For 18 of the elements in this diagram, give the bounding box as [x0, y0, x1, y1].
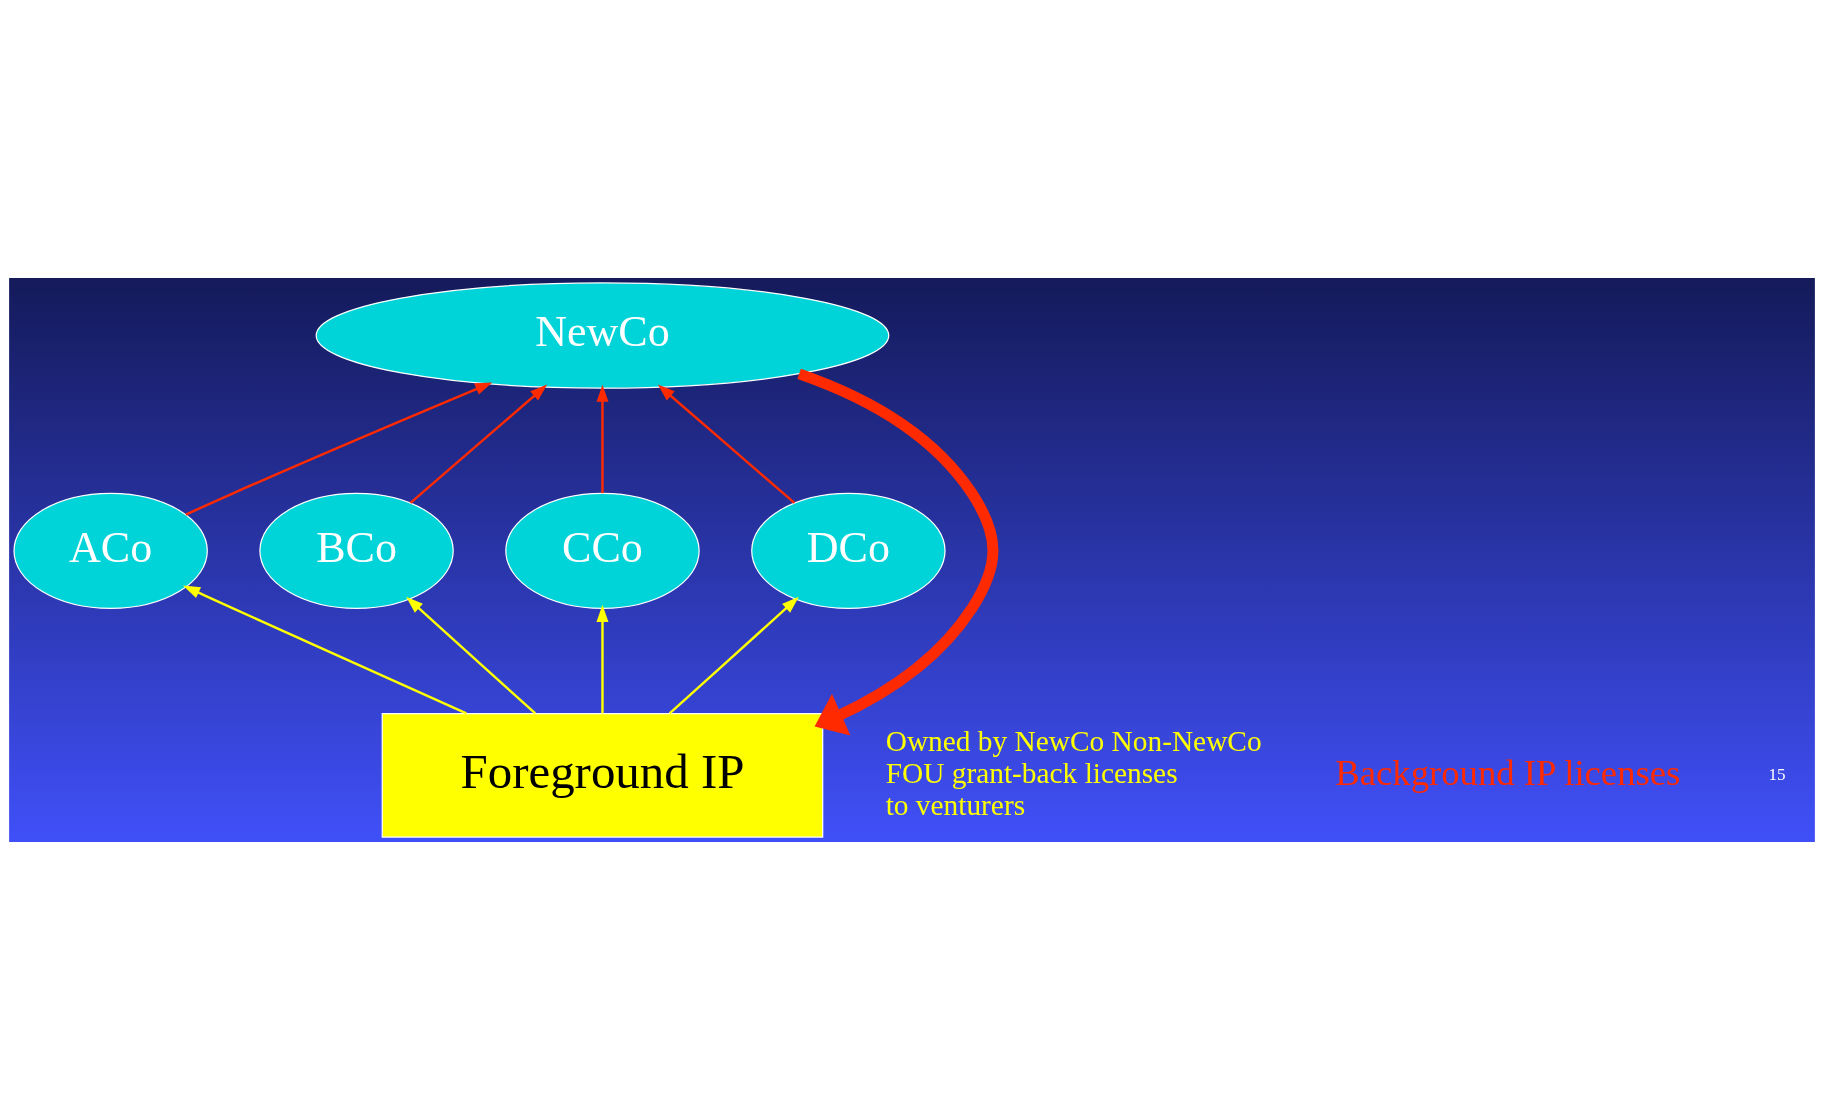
node-label: Owned by NewCo Non-NewCo FOU grant-back licenses to venturers: [885, 725, 1262, 821]
arrow: [185, 382, 493, 516]
arrow: [406, 596, 537, 715]
node-ellipse: NewCo: [315, 282, 890, 389]
node-ellipse: ACo: [13, 492, 208, 609]
node-ellipse: CCo: [505, 492, 700, 609]
label: Background IP licenses: [1335, 751, 1681, 793]
arrow: [596, 604, 609, 714]
arrow: [657, 384, 796, 504]
node-box: Foreground IP: [381, 712, 824, 838]
arrow: [797, 368, 999, 736]
node-ellipse: BCo: [259, 492, 454, 609]
label: 15: [1768, 764, 1786, 784]
arrow: [596, 384, 609, 494]
arrow: [182, 585, 467, 715]
node-ellipse: DCo: [751, 492, 946, 609]
arrow: [668, 596, 799, 715]
arrow: [409, 384, 548, 504]
